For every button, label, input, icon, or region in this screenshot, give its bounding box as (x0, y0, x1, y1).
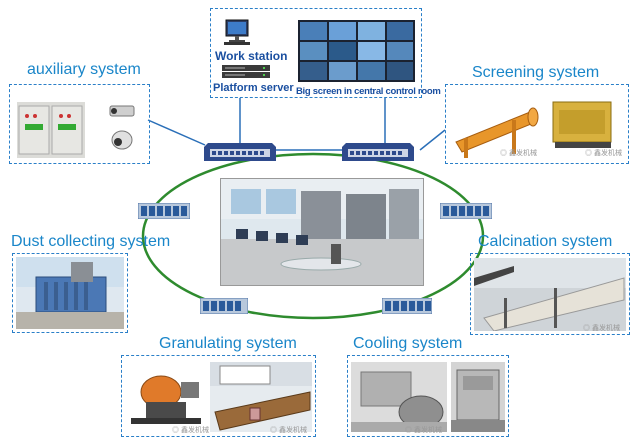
big-screen-wall (298, 20, 415, 82)
granulator-photo (126, 362, 206, 432)
auxiliary-link (147, 119, 206, 146)
cooler-photo (351, 362, 447, 432)
plc-node-icon (137, 202, 191, 220)
network-switch-icon (342, 143, 414, 161)
plc-node-icon (439, 202, 493, 220)
dust-collecting-system-label: Dust collecting system (11, 233, 171, 250)
dust-collecting-system-box (12, 253, 128, 333)
auxiliary-cabinet-photo (17, 102, 85, 158)
screening-link (419, 129, 446, 151)
workstation-label: Work station (215, 49, 288, 63)
calcination-system-label: Calcination system (478, 233, 613, 250)
rotary-screen-photo (450, 92, 540, 160)
network-ring (141, 152, 485, 320)
cooler-unit-photo (451, 362, 505, 432)
dust-collector-photo (16, 257, 124, 329)
network-switch-icon (204, 143, 276, 161)
monitor-icon (223, 18, 253, 46)
screening-system-label: Screening system (472, 64, 600, 81)
crusher-photo (545, 92, 625, 160)
control-center-box (210, 8, 422, 98)
watermark: ◎ 鑫发机械 (405, 427, 442, 434)
rotary-kiln-photo (474, 258, 626, 331)
plc-node-icon (199, 297, 249, 315)
server-icon (222, 65, 270, 79)
cooling-system-label: Cooling system (353, 335, 463, 352)
granulating-system-box (121, 355, 316, 437)
watermark: ◎ 鑫发机械 (270, 427, 307, 434)
dryer-photo (210, 362, 312, 432)
control-room-photo (220, 178, 424, 286)
plc-node-icon (381, 297, 433, 315)
watermark: ◎ 鑫发机械 (172, 427, 209, 434)
auxiliary-system-label: auxiliary system (27, 61, 141, 78)
camera-photo (104, 100, 140, 156)
calcination-system-box (470, 253, 630, 335)
watermark: ◎ 鑫发机械 (583, 325, 620, 332)
bigscreen-label: Big screen in central control room (296, 86, 441, 97)
watermark: ◎ 鑫发机械 (585, 150, 622, 157)
screening-system-box (445, 84, 629, 164)
platform-server-label: Platform server (213, 82, 294, 94)
cooling-system-box (347, 355, 509, 437)
watermark: ◎ 鑫发机械 (500, 150, 537, 157)
granulating-system-label: Granulating system (159, 335, 297, 352)
auxiliary-system-box (9, 84, 150, 164)
